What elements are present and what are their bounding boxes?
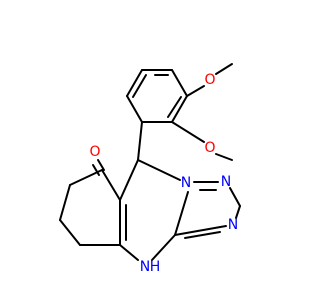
ring-bond — [119, 244, 139, 261]
ring-bond — [174, 191, 189, 236]
ring-bond — [137, 121, 143, 161]
atom-n-bridge: N — [181, 175, 191, 191]
methoxy-bond — [186, 85, 205, 97]
benzene-double-bond — [132, 74, 147, 98]
triazole-bond — [229, 187, 241, 207]
bond-lines — [59, 63, 241, 261]
benzene-double-bond — [167, 96, 182, 118]
atom-o-methoxy-mid: O — [204, 140, 215, 156]
ring-bond — [151, 234, 176, 261]
methoxy-bond — [215, 153, 233, 161]
atom-nh-h: H — [150, 259, 161, 275]
ring-bond — [59, 219, 81, 246]
ring-bond — [119, 159, 139, 201]
atom-o-methoxy-top: O — [204, 72, 215, 88]
ketone-double-bond — [92, 164, 100, 176]
methoxy-bond — [171, 121, 205, 143]
benzene-bond — [171, 69, 188, 97]
triazole-bond — [174, 225, 227, 236]
methoxy-bond — [215, 63, 233, 75]
ring-bond — [69, 169, 103, 186]
atom-n-right: N — [228, 217, 238, 233]
atom-nh-n: N — [140, 259, 150, 275]
triazole-double-bond — [235, 205, 241, 219]
benzene-bond — [126, 69, 143, 97]
atom-n-top: N — [221, 174, 231, 190]
molecule-structure: O O O N N N N H — [59, 63, 241, 275]
triazole-double-bond — [184, 231, 221, 239]
ring-bond — [59, 184, 71, 221]
ketone-double-bond — [97, 159, 105, 171]
benzene-bond — [126, 95, 143, 123]
benzene-bond — [171, 95, 188, 123]
atom-o-ketone: O — [89, 144, 100, 160]
ring-bond — [137, 159, 181, 181]
ring-bond — [101, 169, 121, 201]
